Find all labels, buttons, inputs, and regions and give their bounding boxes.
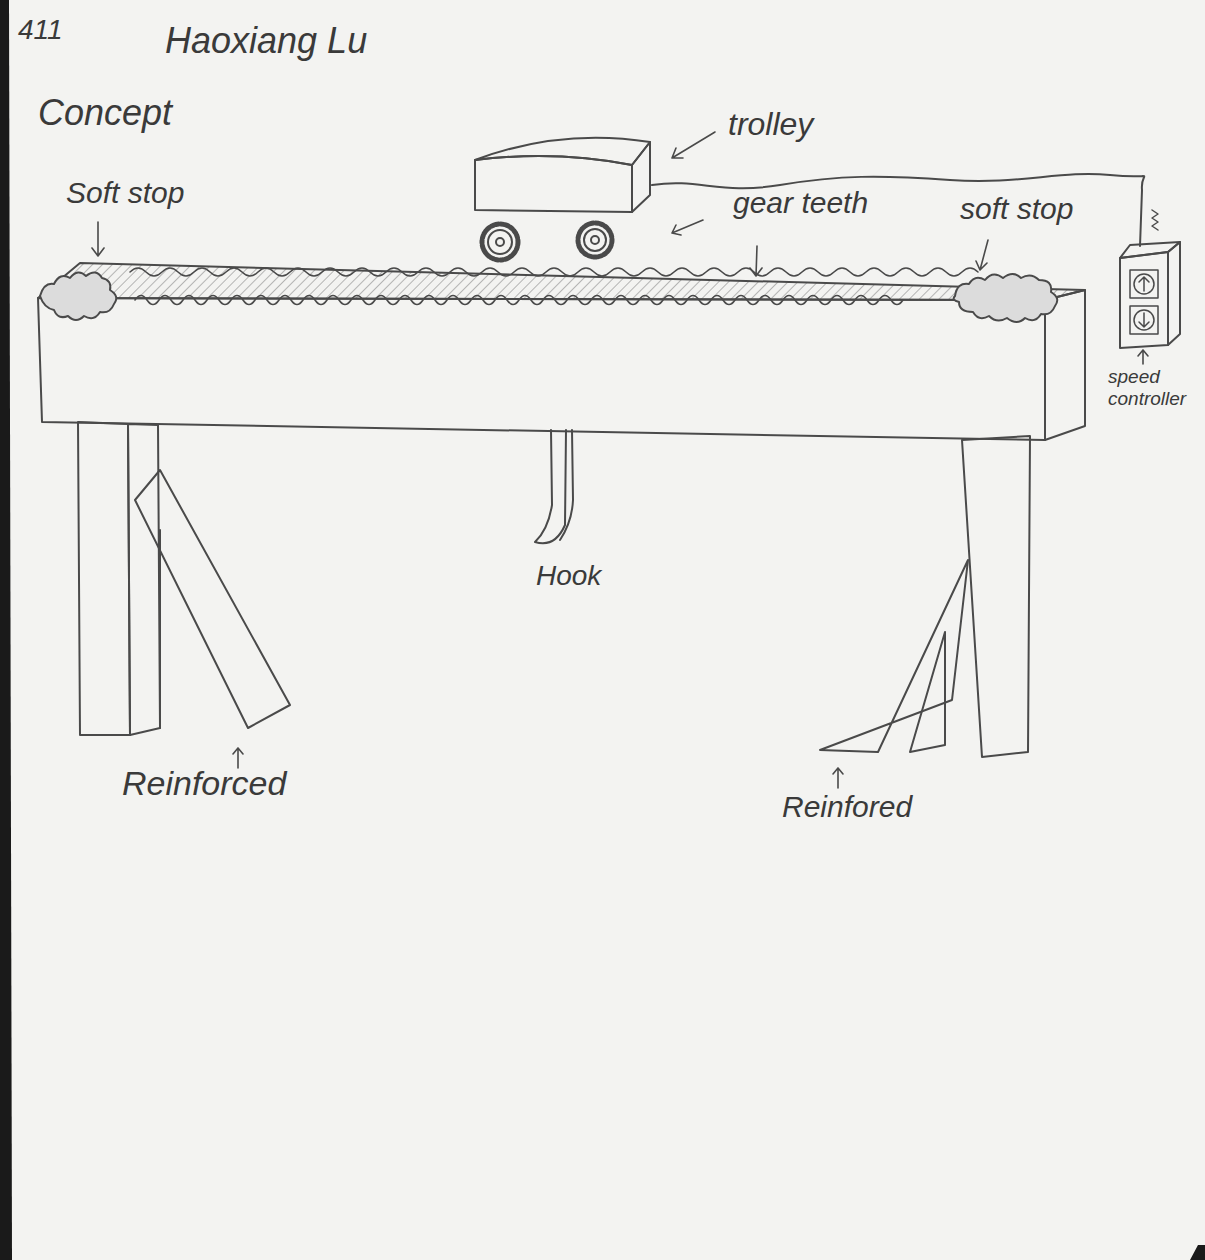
soft-stop-bumper [954,274,1058,322]
left-leg [128,424,160,735]
handwritten-label: soft stop [960,192,1073,227]
up-arrow-symbol [1139,277,1149,291]
hook-inner [560,430,573,540]
control-cable [652,174,1144,246]
handwritten-label: gear teeth [733,186,868,221]
beam-front-face [38,298,1045,440]
right-brace [820,560,968,752]
brace-edge [159,530,161,728]
leader-arrow [672,220,703,235]
gear-hub [591,236,599,244]
up-button-frame [1130,270,1158,298]
gear-hub [496,238,504,246]
handwritten-label: Hook [536,560,601,592]
handwritten-label: speed controller [1108,366,1200,410]
hook-outer [535,430,566,543]
controller-side [1168,242,1180,345]
left-leg [78,422,130,735]
handwritten-label: Haoxiang Lu [165,20,367,61]
gear-rack-back [130,268,978,276]
up-button [1134,274,1154,294]
handwritten-label: Reinfored [782,790,912,825]
gear-teeth-ring [578,223,612,257]
leader-arrow [92,222,104,256]
handwritten-label: trolley [728,106,813,143]
gear-rack [135,296,903,305]
leader-arrow [672,132,715,158]
gear-teeth-ring [482,224,518,260]
down-button-frame [1130,306,1158,334]
leader-arrow [976,240,988,270]
right-leg [962,436,1030,757]
down-arrow-symbol [1139,313,1149,327]
leader-arrow [750,246,762,276]
power-wire [1152,210,1158,230]
right-brace-inner [910,632,945,752]
photo-edge [0,0,12,1260]
soft-stop-bumper [40,272,116,320]
leader-arrow [833,768,843,788]
left-brace [135,470,290,728]
handwritten-label: Reinforced [122,764,286,803]
trolley-body [475,156,632,212]
trolley-top [475,138,650,165]
trolley-side [632,142,650,212]
beam-top-face [38,263,1085,300]
photo-edge [1190,1245,1205,1260]
handwritten-label: 411 [18,14,63,46]
gear-wheel [584,229,606,251]
handwritten-label: Concept [38,92,172,133]
controller-box [1120,252,1168,348]
gear-wheel [488,230,512,254]
leader-arrow [1138,350,1148,364]
handwritten-label: Soft stop [66,176,184,211]
down-button [1134,310,1154,330]
